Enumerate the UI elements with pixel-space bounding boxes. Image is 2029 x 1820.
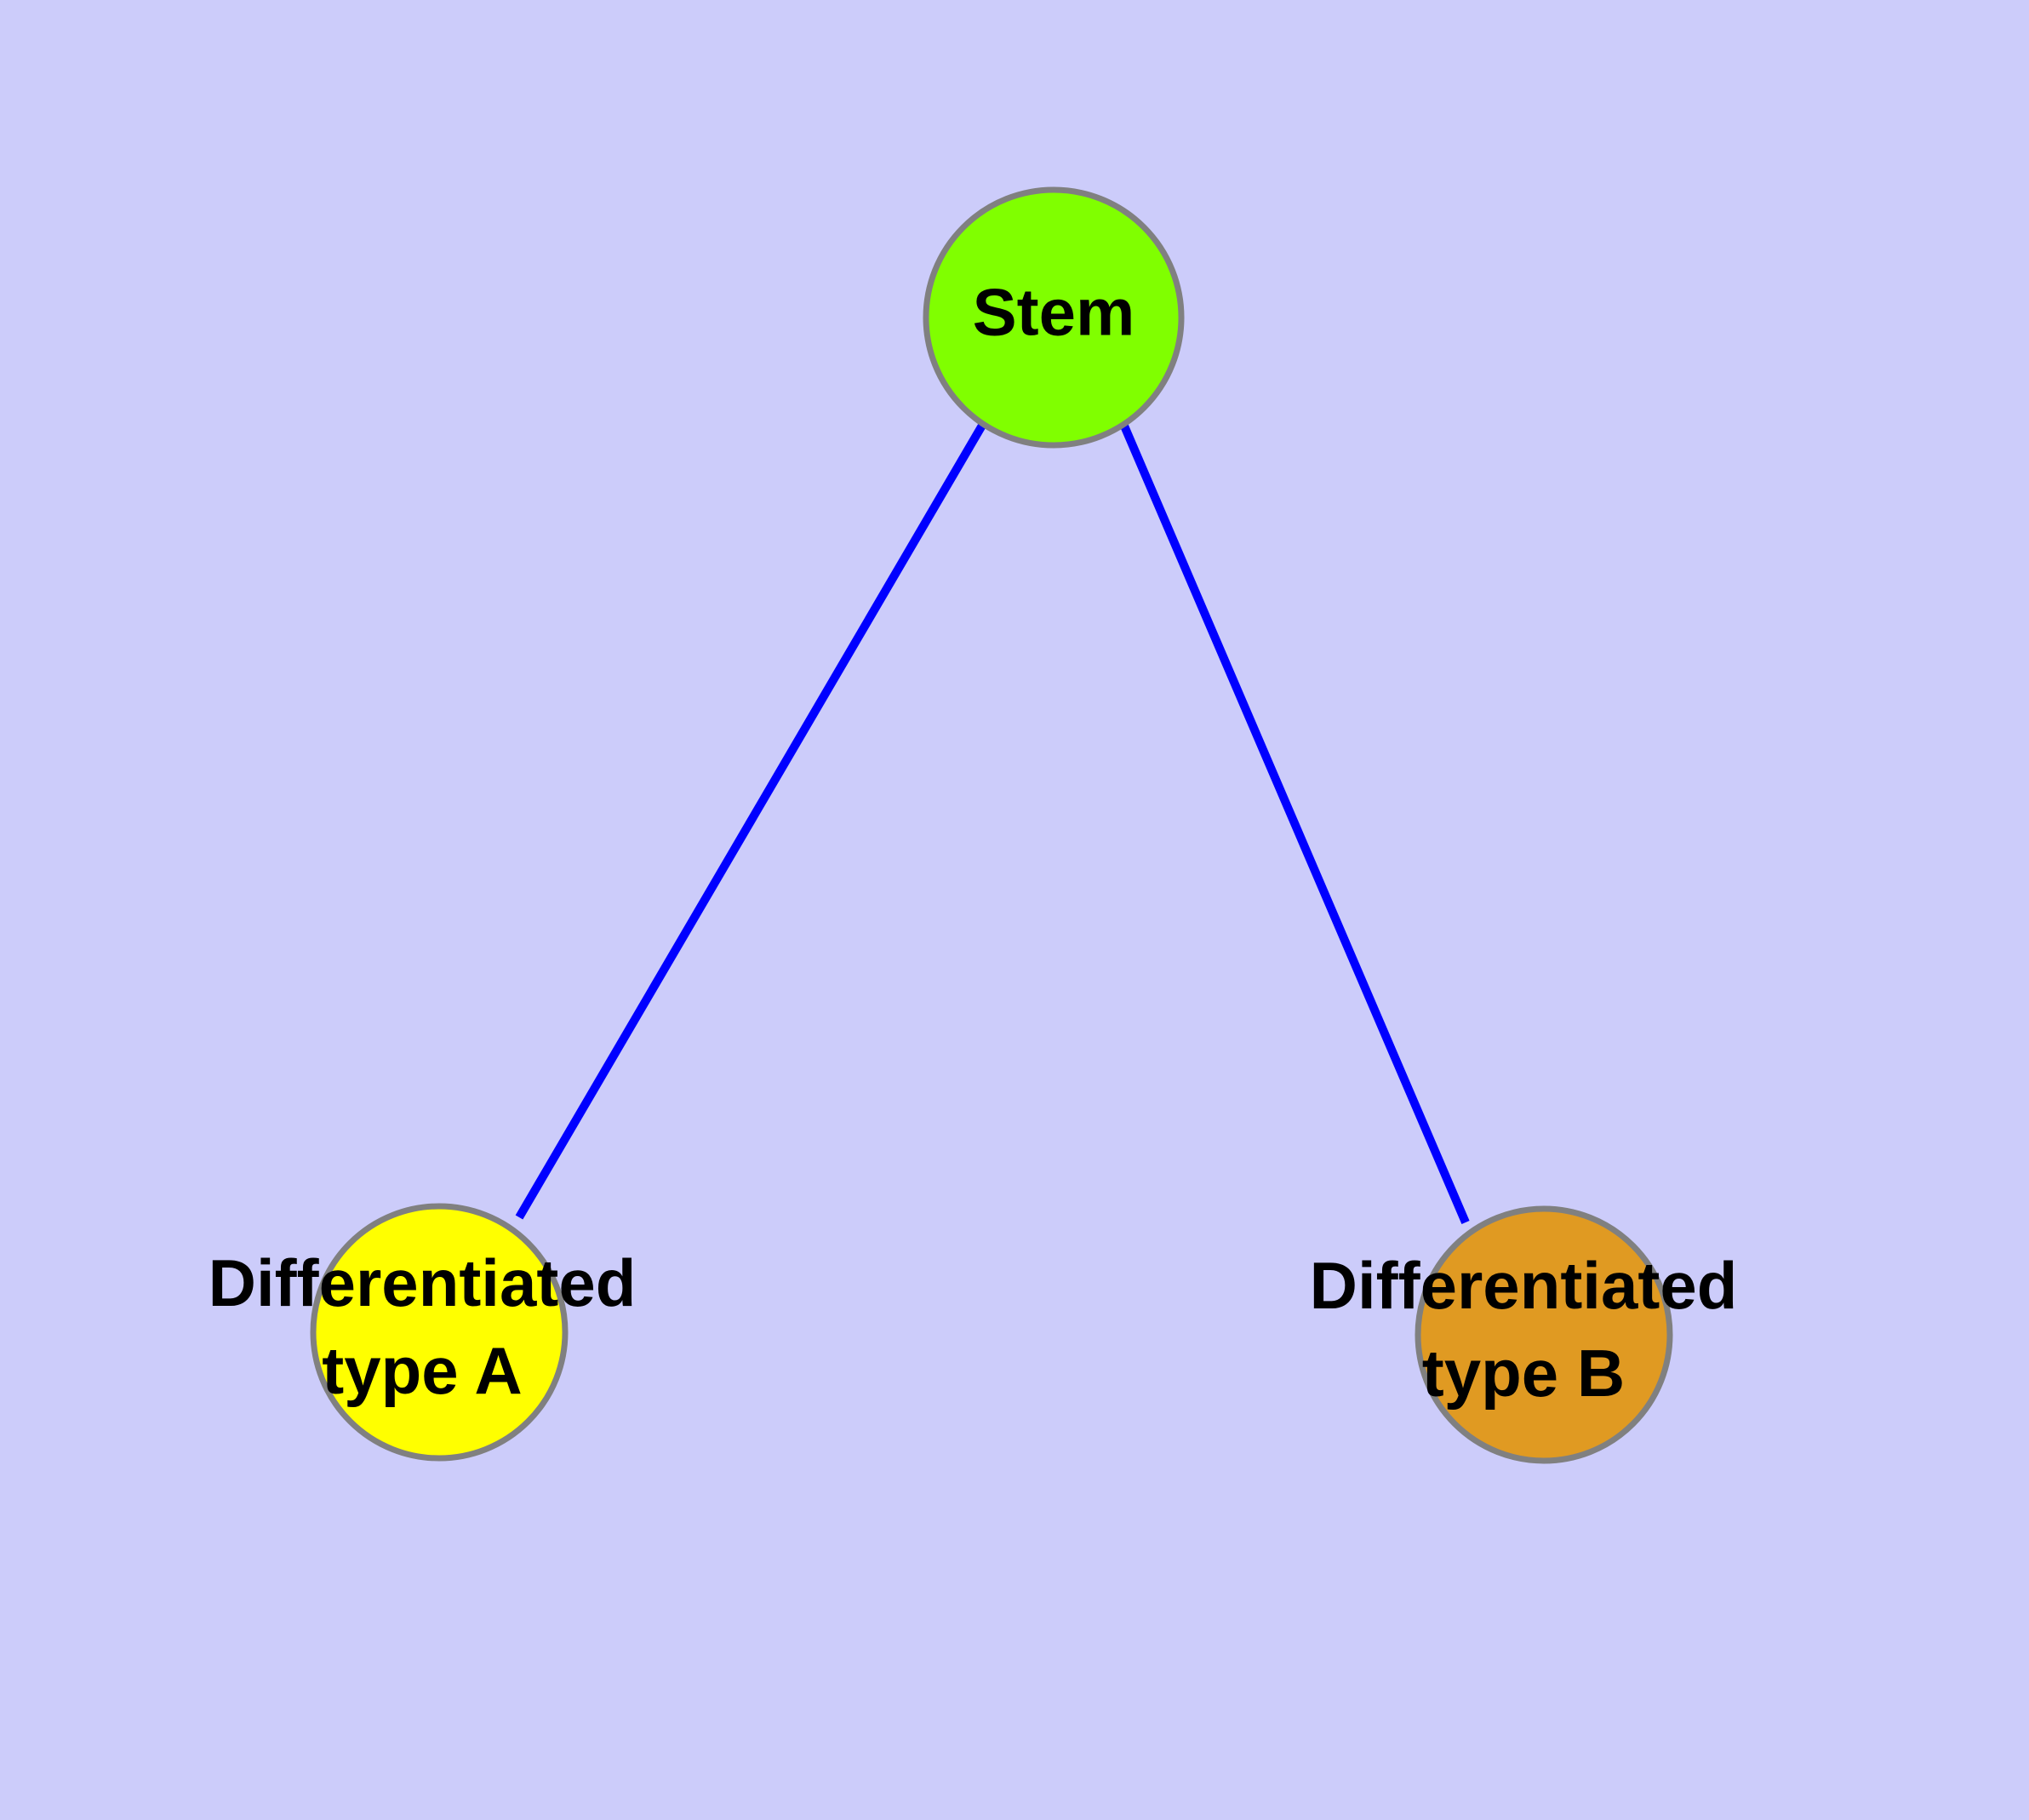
graph-edge-stem-to-diff-a[interactable] (515, 421, 987, 1220)
node-label-line: type A (322, 1333, 523, 1408)
graph-node-label-diff_b: Differentiated type B (1310, 1248, 1738, 1411)
edges-layer (515, 421, 1470, 1224)
nodes-layer (310, 186, 1673, 1464)
node-label-line: Differentiated (1310, 1248, 1738, 1323)
graph-node-label-diff_a: Differentiated type A (209, 1245, 637, 1408)
node-label-line: Stem (973, 275, 1135, 350)
graph-node-diff_b[interactable] (1415, 1205, 1673, 1464)
graph-node-stem[interactable] (923, 186, 1185, 449)
node-label-line: Differentiated (209, 1245, 637, 1320)
node-label-line: type B (1422, 1336, 1625, 1411)
graph-edge-stem-to-diff-b[interactable] (1119, 422, 1470, 1224)
graph-node-label-stem: Stem (973, 275, 1135, 350)
graph-node-diff_a[interactable] (310, 1203, 569, 1462)
